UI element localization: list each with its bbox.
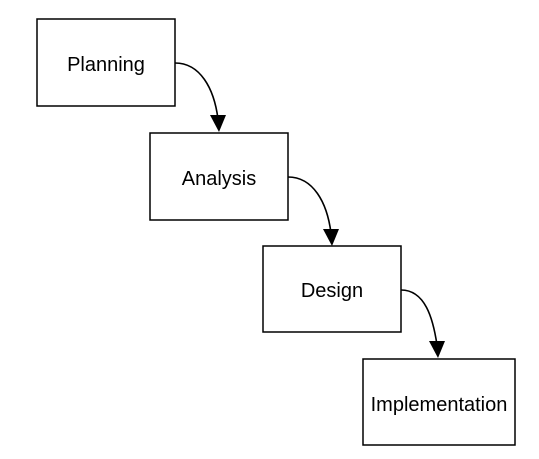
- edge-analysis-to-design: [287, 176, 339, 246]
- node-planning: Planning: [36, 18, 176, 107]
- connector-line: [287, 176, 332, 234]
- edge-design-to-implementation: [400, 289, 445, 358]
- node-analysis: Analysis: [149, 132, 289, 221]
- arrowhead-icon: [429, 341, 445, 358]
- node-implementation: Implementation: [362, 358, 516, 446]
- node-label: Implementation: [371, 394, 508, 416]
- connector-line: [174, 62, 219, 120]
- node-label: Planning: [67, 54, 145, 76]
- node-box: [362, 358, 516, 446]
- node-label: Design: [301, 280, 363, 302]
- node-design: Design: [262, 245, 402, 333]
- arrowhead-icon: [323, 229, 339, 246]
- edge-planning-to-analysis: [174, 62, 226, 132]
- arrowhead-icon: [210, 115, 226, 132]
- node-label: Analysis: [182, 168, 256, 190]
- node-box: [36, 18, 176, 107]
- node-box: [262, 245, 402, 333]
- node-box: [149, 132, 289, 221]
- connector-line: [400, 289, 438, 346]
